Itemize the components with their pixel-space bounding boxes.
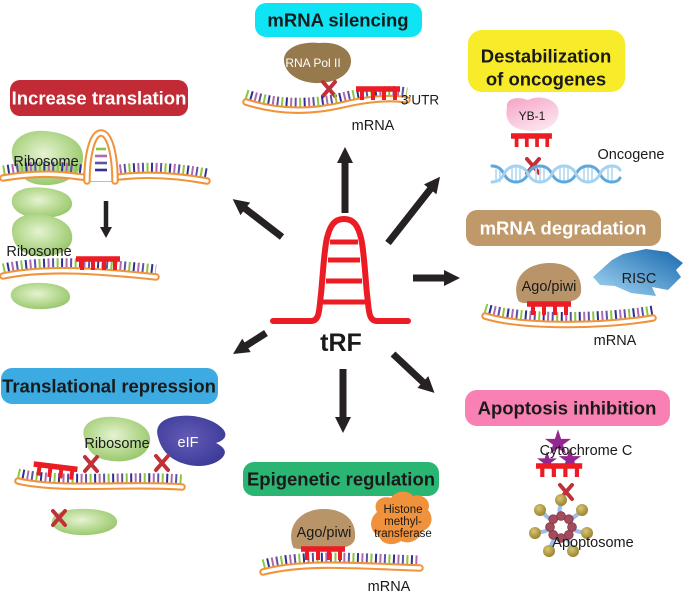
histone-label-line2: methyl- xyxy=(384,516,422,528)
arrow-down-right xyxy=(390,351,435,393)
eif-blob xyxy=(157,415,226,466)
blocked-x-ribosome xyxy=(83,455,99,473)
translational-repression-title: Translational repression xyxy=(2,376,216,397)
ribosome-repression-blob xyxy=(83,416,151,462)
yb1-label: YB-1 xyxy=(519,109,546,123)
radiating-arrows xyxy=(232,147,460,433)
trf-hairpin xyxy=(270,216,411,324)
center-trf-group: tRF xyxy=(270,216,411,357)
apoptosis-inhibition-box xyxy=(465,390,670,426)
increase-translation-title: Increase translation xyxy=(12,88,187,109)
mrna-hairpin-bump xyxy=(83,129,119,185)
ago-piwi-epigenetic-blob xyxy=(291,508,356,549)
ribosome-bottom-label: Ribosome xyxy=(6,244,71,260)
increase-translation-box xyxy=(10,80,188,116)
translational-repression-box xyxy=(1,368,218,404)
ribosome-small-subunit-top xyxy=(11,187,73,219)
destabilization-box xyxy=(468,30,625,92)
section-epigenetic-regulation: Epigenetic regulation Ago/piwi Histone m… xyxy=(243,462,439,595)
histone-label-line1: Histone xyxy=(384,504,423,516)
ribosome-small-subunit-bottom xyxy=(10,282,71,310)
cytochrome-c-label: Cytochrome C xyxy=(540,443,633,459)
mrna-silencing-title: mRNA silencing xyxy=(267,10,408,31)
svg-text:★: ★ xyxy=(543,424,573,462)
mrna-degradation-label: mRNA xyxy=(594,333,637,349)
mrna-strand-scene2 xyxy=(3,263,156,277)
section-apoptosis-inhibition: Apoptosis inhibition ★ ★ ★ Cytochrome C xyxy=(465,390,670,557)
risc-blob xyxy=(593,249,683,296)
trf-stem-rungs xyxy=(323,239,365,305)
yb1-blob xyxy=(506,97,559,131)
mrna-strand-repression xyxy=(18,474,182,488)
mrna-strand-degradation xyxy=(485,309,653,325)
section-translational-repression: Translational repression Ribosome eIF xyxy=(1,368,226,536)
trf-label: tRF xyxy=(320,329,362,357)
arrow-down-left xyxy=(233,330,268,354)
ago-piwi-epigenetic-label: Ago/piwi xyxy=(297,525,352,541)
arrow-up-left xyxy=(232,199,285,240)
trf-fragment-comb-oncogene xyxy=(511,136,552,147)
ribosome-large-subunit-bottom xyxy=(12,214,73,257)
oncogene-dna-helix xyxy=(490,164,622,184)
destabilization-title-line1: Destabilization xyxy=(481,46,612,67)
histone-methyltransferase-blob xyxy=(371,491,432,545)
epigenetic-regulation-box xyxy=(243,462,439,496)
destabilization-title-line2: of oncogenes xyxy=(486,69,606,90)
mrna-degradation-title: mRNA degradation xyxy=(480,218,647,239)
trf-fragment-comb-epigenetic xyxy=(301,549,345,560)
rna-pol-ii-blob xyxy=(283,42,352,84)
ribosome-top-label: Ribosome xyxy=(13,154,78,170)
section-increase-translation: Increase translation Ribosome R xyxy=(3,80,207,310)
apoptosis-inhibition-title: Apoptosis inhibition xyxy=(478,398,657,419)
arrow-up-right xyxy=(385,176,441,246)
rna-pol-ii-label: RNA Pol II xyxy=(285,56,340,70)
risc-label: RISC xyxy=(622,271,657,287)
section-destabilization: Destabilization of oncogenes YB-1 Oncoge… xyxy=(468,30,665,184)
mrna-silencing-box xyxy=(255,3,422,37)
ago-piwi-degradation-blob xyxy=(516,262,582,303)
eif-label: eIF xyxy=(178,435,199,451)
utr-label: 3’UTR xyxy=(401,93,440,108)
apoptosome-label: Apoptosome xyxy=(552,535,633,551)
blocked-x-silencing xyxy=(321,80,337,98)
histone-label-line3: transferase xyxy=(374,528,432,540)
blocked-x-eif xyxy=(154,454,170,472)
mrna-epigenetic-label: mRNA xyxy=(368,579,411,595)
apoptosome-wheel xyxy=(529,494,593,557)
mrna-silencing-label: mRNA xyxy=(352,118,395,134)
epigenetic-regulation-title: Epigenetic regulation xyxy=(247,469,435,490)
mrna-degradation-box xyxy=(466,210,661,246)
section-mrna-silencing: mRNA silencing RNA Pol II 3’UTR mRNA xyxy=(246,3,439,134)
oncogene-label: Oncogene xyxy=(598,147,665,163)
ribosome-subunit-detached-blob xyxy=(51,508,118,536)
section-mrna-degradation: mRNA degradation Ago/piwi RISC mRNA xyxy=(466,210,683,349)
ago-piwi-degradation-label: Ago/piwi xyxy=(522,279,577,295)
ribosome-repression-label: Ribosome xyxy=(84,436,149,452)
